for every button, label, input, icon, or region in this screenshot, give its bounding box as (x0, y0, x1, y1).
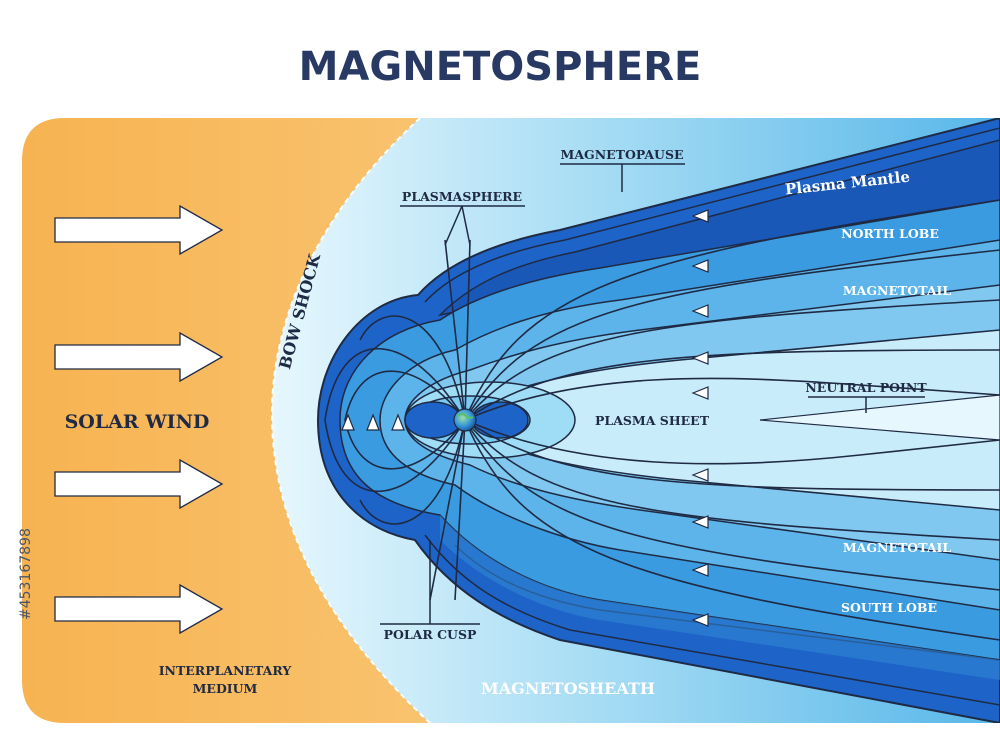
arrowhead-left-icon (691, 468, 709, 482)
space-region (22, 118, 1000, 723)
diagram-title: MAGNETOSPHERE (299, 44, 702, 90)
north-lobe-label: NORTH LOBE (841, 226, 939, 241)
arrow-right-icon (54, 331, 224, 383)
plasma-sheet-label: PLASMA SHEET (595, 413, 710, 428)
stock-id-watermark: #453167898 (18, 528, 34, 620)
magnetopause-label: MAGNETOPAUSE (561, 147, 684, 162)
solar-wind-label: SOLAR WIND (65, 411, 210, 433)
arrowhead-left-icon (691, 304, 709, 318)
arrow-right-icon (54, 458, 224, 510)
plasmasphere-label: PLASMASPHERE (402, 189, 522, 204)
arrowhead-left-icon (691, 613, 709, 627)
neutral-sheet (759, 394, 1000, 441)
south-lobe-band (440, 515, 1000, 680)
arrowhead-left-icon (691, 515, 709, 529)
polar-cusp-label: POLAR CUSP (384, 627, 477, 642)
arrowhead-left-icon (691, 209, 709, 223)
arrow-right-icon (54, 583, 224, 635)
arrowhead-left-icon (691, 386, 709, 400)
interplanetary-medium-label-1: INTERPLANETARY (159, 663, 293, 678)
field-lines (324, 199, 1000, 641)
magnetotail-lower-label: MAGNETOTAIL (843, 540, 952, 555)
arrowhead-up-icon (366, 413, 380, 431)
arrowhead-left-icon (691, 563, 709, 577)
arrowhead-left-icon (691, 351, 709, 365)
earth-icon (453, 408, 477, 432)
neutral-point-label: NEUTRAL POINT (805, 380, 927, 395)
south-lobe-label: SOUTH LOBE (841, 600, 937, 615)
arrowhead-left-icon (691, 259, 709, 273)
bow-shock-line (270, 118, 431, 723)
magnetosheath-label: MAGNETOSHEATH (481, 679, 655, 698)
arrow-right-icon (54, 204, 224, 256)
arrowhead-up-icon (341, 413, 355, 431)
interplanetary-medium-label-2: MEDIUM (193, 681, 258, 696)
arrowhead-up-icon (391, 413, 405, 431)
magnetotail-upper-label: MAGNETOTAIL (843, 283, 952, 298)
